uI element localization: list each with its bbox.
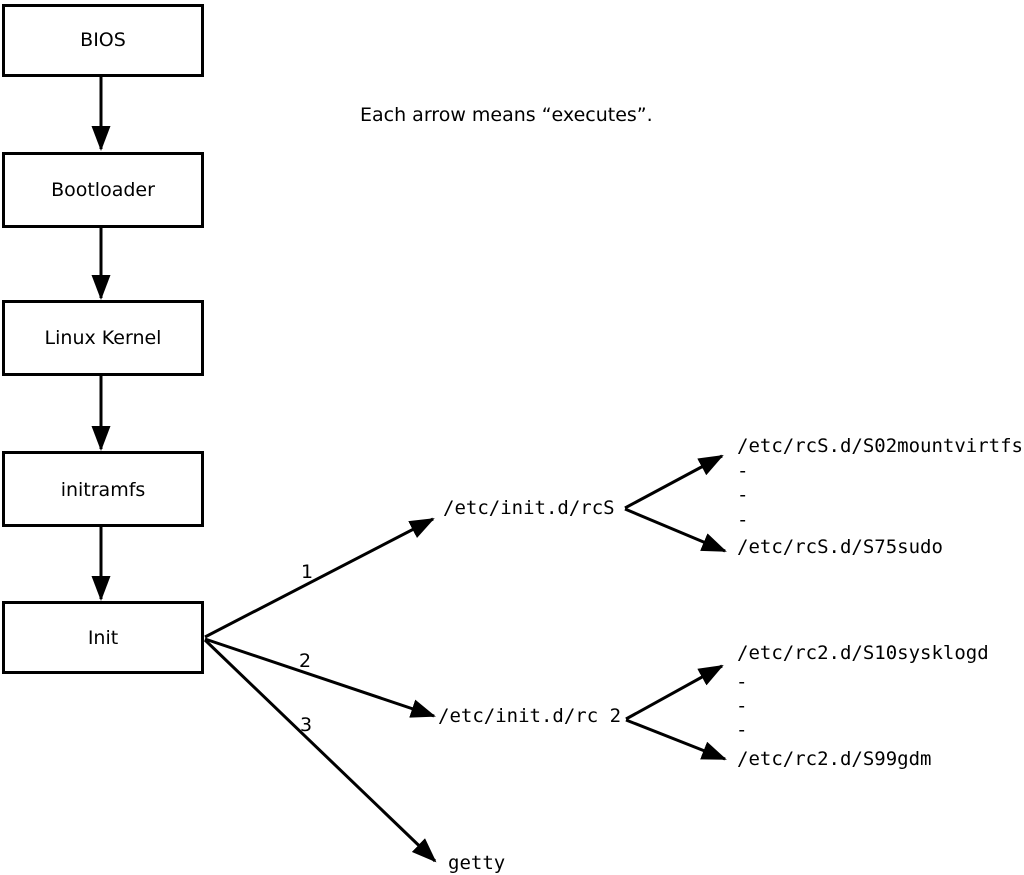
linux-kernel-box-label: Linux Kernel <box>45 327 162 349</box>
rc2-ellipsis-dash-3: - <box>736 719 747 741</box>
arrow-rcs-to-first <box>624 454 724 510</box>
arrow-rc2-to-last <box>625 718 727 761</box>
rc2-last-child-label: /etc/rc2.d/S99gdm <box>737 748 931 770</box>
rc2-ellipsis-dash-2: - <box>736 695 747 717</box>
init-box-label: Init <box>88 627 118 649</box>
arrow-rc2-to-first <box>625 664 724 721</box>
getty-label: getty <box>448 852 505 874</box>
rcs-ellipsis-dash-1: - <box>737 460 748 482</box>
bootloader-box-label: Bootloader <box>51 179 155 201</box>
linux-kernel-box <box>2 300 204 376</box>
arrow-rcs-to-last <box>624 507 727 553</box>
edge-label-1: 1 <box>301 561 313 583</box>
rcs-script-label: /etc/init.d/rcS <box>443 497 615 519</box>
rcs-first-child-label: /etc/rcS.d/S02mountvirtfs <box>737 435 1023 457</box>
rcs-ellipsis-dash-3: - <box>737 509 748 531</box>
initramfs-box-label: initramfs <box>61 479 146 501</box>
note-arrow-meaning: Each arrow means “executes”. <box>360 104 653 126</box>
arrow-init-to-rcs <box>204 517 435 639</box>
init-box <box>2 601 204 674</box>
bios-box <box>2 4 204 77</box>
rc2-first-child-label: /etc/rc2.d/S10sysklogd <box>737 642 989 664</box>
edge-label-2: 2 <box>299 650 311 672</box>
rcs-ellipsis-dash-2: - <box>737 484 748 506</box>
arrow-init-to-rc2 <box>204 637 436 718</box>
edge-label-3: 3 <box>300 714 312 736</box>
rc2-script-label: /etc/init.d/rc 2 <box>438 705 621 727</box>
bootloader-box <box>2 152 204 228</box>
bios-box-label: BIOS <box>80 29 126 51</box>
arrow-init-to-getty <box>203 638 437 863</box>
rc2-ellipsis-dash-1: - <box>736 671 747 693</box>
initramfs-box <box>2 451 204 527</box>
rcs-last-child-label: /etc/rcS.d/S75sudo <box>737 536 943 558</box>
